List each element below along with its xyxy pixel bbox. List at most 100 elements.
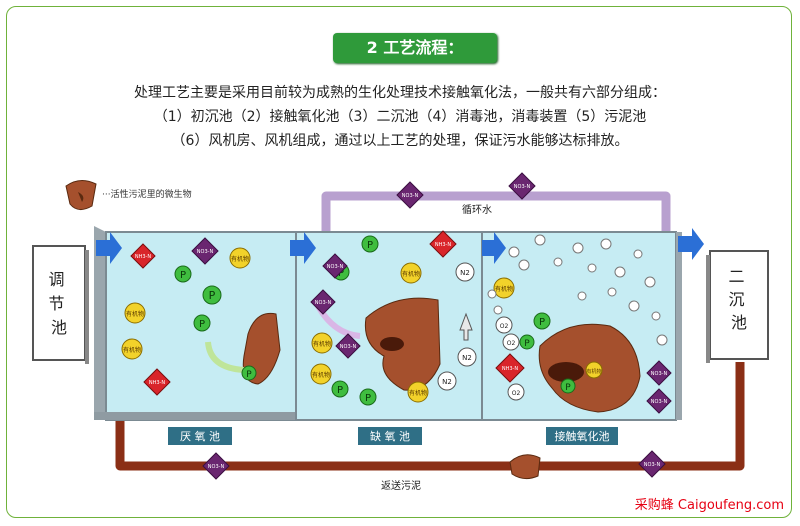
svg-text:P: P: [338, 268, 344, 279]
flow-arrow-2: [290, 232, 316, 264]
svg-text:P: P: [209, 289, 216, 302]
p-marker: P: [533, 312, 551, 330]
svg-text:有机物: 有机物: [231, 255, 249, 263]
svg-text:P: P: [337, 385, 343, 396]
no3-marker: NO3-N: [202, 452, 230, 480]
n2-markers: N2 N2 N2: [437, 262, 477, 391]
no3-marker: NO3-N: [646, 388, 672, 414]
recycle-label: 循环水: [462, 203, 492, 216]
n2-marker: N2: [437, 371, 457, 391]
n2-marker: N2: [457, 347, 477, 367]
no3-marker: NO3-N: [310, 289, 336, 315]
svg-text:有机物: 有机物: [126, 310, 144, 318]
eq-char-3: 池: [51, 318, 67, 337]
svg-text:NH3-N: NH3-N: [435, 242, 451, 248]
legend-text: ···活性污泥里的微生物: [102, 188, 192, 200]
svg-text:O2: O2: [500, 323, 509, 330]
svg-text:厌 氧 池: 厌 氧 池: [180, 429, 220, 443]
equalization-tank-label: 调 节 池: [48, 270, 69, 337]
secondary-clarifier-label: 二 沉 池: [728, 267, 749, 332]
organic-marker: 有机物: [493, 277, 515, 299]
no3-marker: NO3-N: [646, 360, 672, 386]
svg-text:NO3-N: NO3-N: [327, 264, 344, 270]
no3-marker: NO3-N: [191, 237, 219, 265]
intro-line-1: 处理工艺主要是采用目前较为成熟的生化处理技术接触氧化法，一般共有六部分组成：: [134, 85, 666, 101]
no3-marker: NO3-N: [638, 450, 666, 478]
nh3-marker: NH3-N: [143, 368, 171, 396]
p-marker: P: [331, 380, 349, 398]
svg-text:NO3-N: NO3-N: [208, 464, 225, 470]
p-marker: P: [202, 285, 222, 305]
o2-marker: O2: [507, 383, 525, 401]
svg-text:NO3-N: NO3-N: [651, 371, 668, 377]
n2-rise-arrow: [459, 312, 473, 341]
svg-text:有机物: 有机物: [409, 389, 427, 397]
o2-marker: O2: [495, 316, 513, 334]
uptake-arrow-anaerobic: [205, 341, 245, 373]
intro-line-2: （1）初沉池（2）接触氧化池（3）二沉池（4）消毒池，消毒装置（5）污泥池: [153, 109, 647, 125]
svg-text:P: P: [246, 370, 252, 380]
svg-text:NO3-N: NO3-N: [514, 184, 531, 190]
organic-marker: 有机物: [407, 381, 429, 403]
microbe-anoxic: [364, 297, 441, 391]
secondary-clarifier-box: 二 沉 池: [706, 250, 769, 363]
svg-text:NO3-N: NO3-N: [402, 193, 419, 199]
svg-text:O2: O2: [507, 340, 516, 347]
svg-text:有机物: 有机物: [402, 270, 420, 278]
svg-text:P: P: [365, 393, 371, 404]
svg-text:N2: N2: [442, 378, 452, 386]
outer-frame: [6, 6, 792, 518]
return-sludge-label: 返送污泥: [381, 479, 421, 492]
watermark: 采购蜂 Caigoufeng.com: [634, 498, 784, 513]
nh3-marker: NH3-N: [429, 230, 457, 258]
svg-text:有机物: 有机物: [586, 368, 601, 375]
svg-text:有机物: 有机物: [495, 285, 513, 293]
svg-text:有机物: 有机物: [312, 371, 330, 379]
svg-text:NH3-N: NH3-N: [135, 254, 151, 260]
p-marker: P: [519, 334, 535, 350]
equalization-tank-box: 调 节 池: [32, 245, 89, 364]
tank-label-contact-oxidation: 接触氧化池: [546, 427, 618, 445]
svg-text:NO3-N: NO3-N: [651, 399, 668, 405]
p-marker: P: [193, 314, 211, 332]
no3-markers: NO3-N NO3-N NO3-N NO3-N NO3-N NO3-N NO3-…: [191, 172, 672, 480]
svg-text:N2: N2: [462, 354, 472, 362]
o2-marker: O2: [502, 333, 520, 351]
p-marker: P: [174, 265, 192, 283]
svg-text:有机物: 有机物: [313, 340, 331, 348]
no3-marker: NO3-N: [396, 181, 424, 209]
flow-arrow-3: [482, 232, 506, 264]
nh3-marker: NH3-N: [495, 353, 525, 383]
svg-text:P: P: [524, 339, 530, 349]
svg-text:P: P: [565, 383, 571, 393]
svg-text:缺 氧 池: 缺 氧 池: [370, 429, 410, 443]
svg-text:NO3-N: NO3-N: [340, 344, 357, 350]
flow-arrow-4: [678, 228, 704, 260]
svg-text:P: P: [539, 317, 545, 328]
microbe-return-pipe: [509, 454, 541, 480]
tank-label-anoxic: 缺 氧 池: [358, 427, 422, 445]
flow-arrows: [96, 228, 704, 264]
organic-marker: 有机物: [229, 247, 251, 269]
svg-text:接触氧化池: 接触氧化池: [555, 429, 610, 443]
p-marker: P: [359, 388, 377, 406]
oxygen-bubbles: O2 O2 O2: [487, 234, 668, 401]
tank-label-anaerobic: 厌 氧 池: [168, 427, 232, 445]
no3-marker: NO3-N: [508, 172, 536, 200]
svg-text:有机物: 有机物: [123, 346, 141, 354]
svg-text:NO3-N: NO3-N: [644, 462, 661, 468]
eq-char-2: 节: [48, 294, 64, 313]
svg-text:NH3-N: NH3-N: [149, 380, 165, 386]
svg-text:O2: O2: [512, 390, 521, 397]
n2-marker: N2: [455, 262, 475, 282]
legend-microbe-icon: [65, 180, 97, 210]
organic-marker: 有机物: [121, 338, 143, 360]
organic-markers: 有机物 有机物 有机物 有机物 有机物 有机物 有机物 有机物 有机物: [121, 247, 603, 403]
svg-text:NO3-N: NO3-N: [197, 249, 214, 255]
intro-line-3: （6）风机房、风机组成，通过以上工艺的处理，保证污水能够达标排放。: [171, 133, 629, 149]
p-marker: P: [361, 235, 379, 253]
nh3-markers: NH3-N NH3-N NH3-N NH3-N: [130, 230, 525, 396]
p-marker: P: [560, 378, 576, 394]
svg-text:NO3-N: NO3-N: [315, 300, 332, 306]
